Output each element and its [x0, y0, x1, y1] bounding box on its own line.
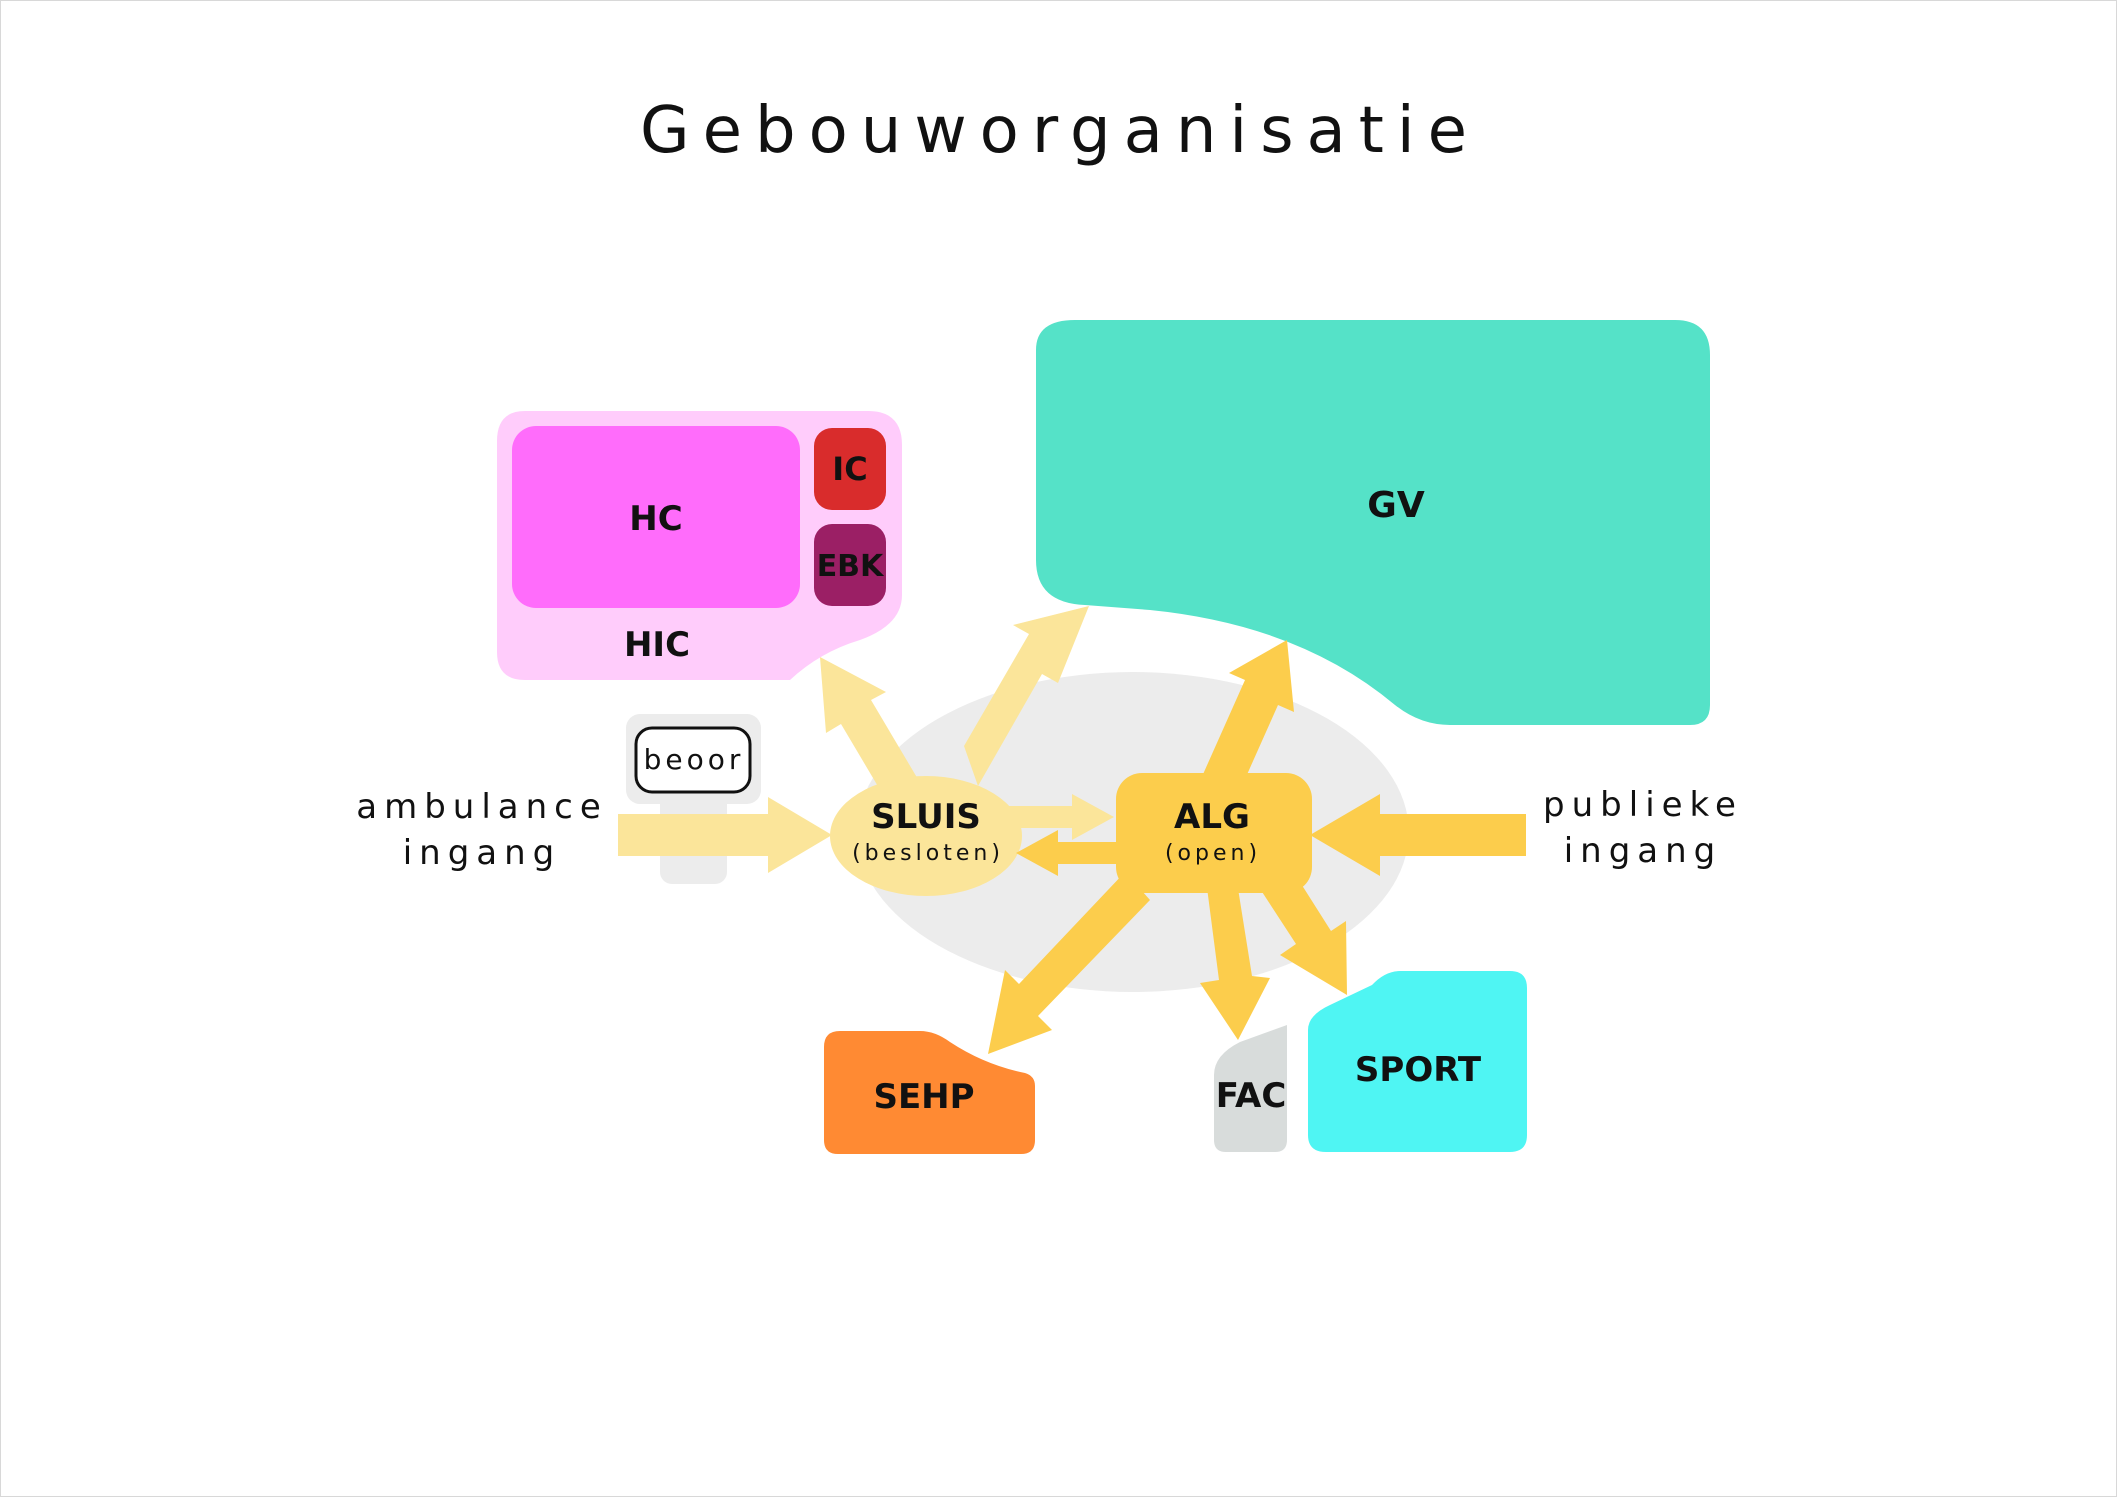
public-entrance-label-line2: ingang — [1564, 831, 1723, 871]
sport-block — [1308, 971, 1527, 1152]
arrow-sluis-to-alg — [1005, 794, 1114, 840]
sehp-block — [824, 1031, 1035, 1154]
gv-label: GV — [1367, 485, 1425, 526]
gv-block — [1036, 320, 1710, 725]
alg-node — [1116, 773, 1312, 893]
fac-label: FAC — [1216, 1076, 1287, 1116]
sluis-sublabel: (besloten) — [852, 841, 1004, 866]
sehp-label: SEHP — [873, 1077, 974, 1117]
arrow-alg-to-sehp — [988, 872, 1150, 1054]
diagram-title: Gebouworganisatie — [640, 94, 1480, 168]
ic-label: IC — [832, 450, 867, 488]
arrow-alg-to-fac — [1200, 876, 1270, 1040]
arrow-alg-to-sport — [1253, 860, 1347, 995]
arrow-ambulance-to-sluis — [618, 797, 832, 873]
sluis-arrows — [618, 606, 1114, 873]
alg-sublabel: (open) — [1165, 841, 1261, 866]
arrow-sluis-to-gv — [964, 606, 1089, 786]
ic-block — [814, 428, 886, 510]
beoor-box — [634, 726, 752, 794]
ebk-label: EBK — [817, 549, 885, 584]
hc-label: HC — [629, 499, 682, 539]
arrow-alg-to-sluis — [1016, 830, 1120, 876]
arrow-public-to-alg — [1310, 794, 1526, 876]
ambulance-entrance-label-line2: ingang — [403, 833, 562, 873]
hc-block — [512, 426, 800, 608]
ebk-block — [814, 524, 886, 606]
beoor-label: beoor — [644, 743, 745, 776]
public-entrance-label-line1: publieke — [1543, 785, 1743, 825]
arrow-alg-to-gv — [1196, 640, 1294, 815]
sluis-node — [830, 776, 1022, 896]
alg-arrows — [988, 640, 1526, 1054]
sport-label: SPORT — [1355, 1050, 1482, 1090]
sluis-label: SLUIS — [871, 797, 981, 837]
fac-block — [1214, 1025, 1287, 1152]
ambulance-entrance-label-line1: ambulance — [356, 787, 608, 827]
hic-label: HIC — [624, 625, 690, 665]
arrow-sluis-to-hic — [820, 657, 922, 810]
alg-label: ALG — [1174, 797, 1250, 837]
